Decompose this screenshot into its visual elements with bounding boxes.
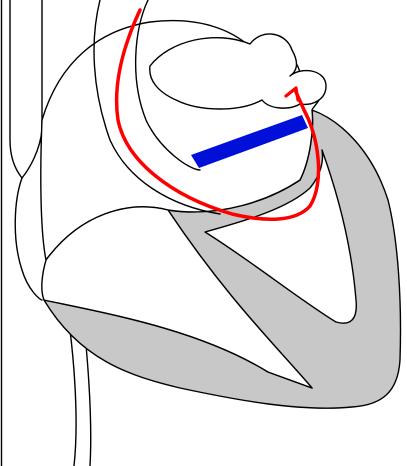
descending-vessel <box>10 0 22 178</box>
descending-vessel-inner-wall <box>22 0 42 178</box>
lower-vessel-left-wall <box>15 178 42 300</box>
lower-vessel-wall-2 <box>86 345 91 466</box>
lower-vessel-wall <box>70 330 76 466</box>
